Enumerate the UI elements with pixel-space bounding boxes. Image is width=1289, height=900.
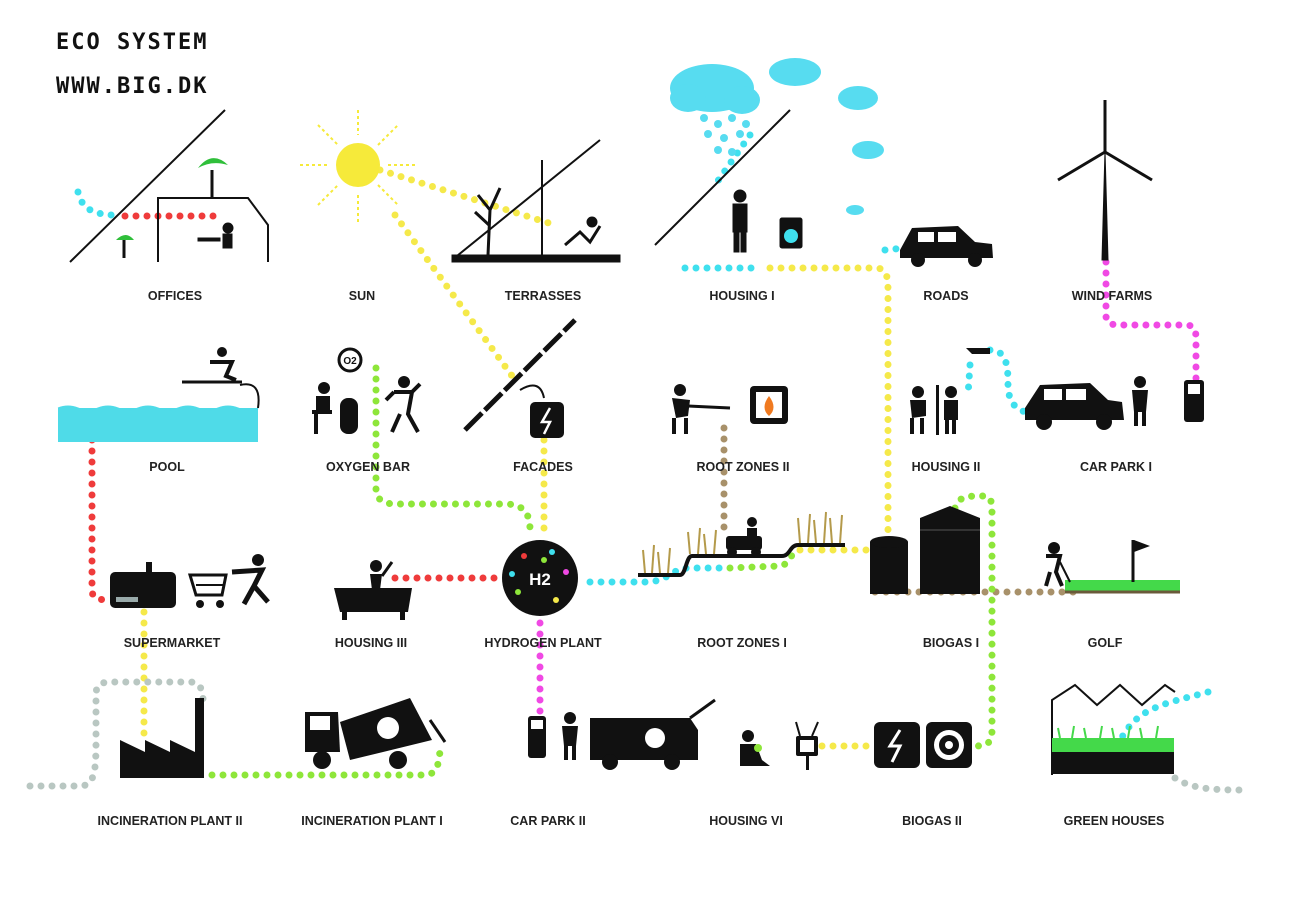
flow-biogas-loop bbox=[951, 492, 996, 750]
flow-housing1-sun bbox=[766, 264, 892, 542]
flow-lines bbox=[26, 131, 1244, 794]
car-icon bbox=[900, 226, 993, 267]
diagram-title: ECO SYSTEM bbox=[56, 30, 209, 55]
label-root-zones-2: ROOT ZONES II bbox=[696, 460, 790, 474]
label-wind-farms: WIND FARMS bbox=[1071, 289, 1153, 303]
housing-2-icon bbox=[910, 348, 990, 435]
flow-rootzones-green bbox=[726, 546, 804, 572]
label-roads: ROADS bbox=[923, 289, 969, 303]
label-offices: OFFICES bbox=[147, 289, 203, 303]
supermarket-icon bbox=[110, 554, 270, 608]
flow-waste-loop bbox=[26, 678, 207, 790]
garbage-truck-icon bbox=[305, 698, 447, 769]
flow-incineration-link bbox=[208, 741, 444, 779]
rain-drops bbox=[700, 114, 750, 156]
pool-icon bbox=[57, 347, 260, 442]
label-golf: GOLF bbox=[1087, 636, 1123, 650]
hydrogen-plant-icon bbox=[502, 540, 578, 616]
sun-icon bbox=[300, 110, 418, 222]
label-sun: SUN bbox=[348, 289, 376, 303]
biogas-2-icon bbox=[874, 722, 972, 768]
facades-icon bbox=[463, 318, 577, 438]
label-biogas-1: BIOGAS I bbox=[922, 636, 980, 650]
clouds-icon bbox=[670, 58, 884, 215]
biogas-1-icon bbox=[870, 506, 980, 594]
flow-sun-facades bbox=[391, 211, 519, 384]
root-zones-1-icon bbox=[638, 511, 845, 577]
label-incineration-plant-1: INCINERATION PLANT I bbox=[301, 814, 443, 828]
label-housing-6: HOUSING VI bbox=[709, 814, 783, 828]
label-pool: POOL bbox=[149, 460, 185, 474]
terrasses-icon bbox=[451, 139, 621, 263]
green-houses-icon bbox=[1051, 683, 1176, 775]
label-housing-2: HOUSING II bbox=[911, 460, 981, 474]
label-root-zones-1: ROOT ZONES I bbox=[697, 636, 787, 650]
oxygen-bar-icon bbox=[312, 347, 422, 434]
label-car-park-2: CAR PARK II bbox=[510, 814, 586, 828]
flow-hydrogen-rootzones bbox=[586, 564, 724, 586]
label-biogas-2: BIOGAS II bbox=[902, 814, 962, 828]
flow-rain bbox=[711, 131, 754, 189]
factory-icon bbox=[120, 698, 204, 778]
offices-icon bbox=[69, 109, 269, 263]
label-supermarket: SUPERMARKET bbox=[123, 636, 221, 650]
oxygen-symbol: O2 bbox=[343, 356, 357, 367]
flow-wind-carpark bbox=[1102, 258, 1200, 384]
housing-1-icon bbox=[654, 109, 803, 253]
wind-turbine-icon bbox=[1057, 100, 1153, 261]
flow-oxygen-hydrogen bbox=[372, 364, 534, 534]
label-green-houses: GREEN HOUSES bbox=[1063, 814, 1165, 828]
golf-icon bbox=[1044, 540, 1180, 594]
label-facades: FACADES bbox=[513, 460, 573, 474]
car-park-1-icon bbox=[1025, 376, 1204, 430]
car-park-2-icon bbox=[528, 698, 716, 770]
root-zones-2-icon bbox=[672, 384, 788, 434]
label-housing-3: HOUSING III bbox=[334, 636, 408, 650]
flow-roads-water bbox=[881, 244, 909, 254]
label-incineration-plant-2: INCINERATION PLANT II bbox=[97, 814, 243, 828]
label-car-park-1: CAR PARK I bbox=[1080, 460, 1152, 474]
flow-offices-water bbox=[74, 188, 116, 219]
flow-greenhouse-water bbox=[1114, 688, 1212, 749]
label-housing-1: HOUSING I bbox=[709, 289, 775, 303]
flow-sun-terrasses bbox=[376, 166, 559, 229]
bathtub-icon bbox=[334, 560, 412, 620]
label-oxygen-bar: OXYGEN BAR bbox=[325, 460, 411, 474]
label-terrasses: TERRASSES bbox=[504, 289, 582, 303]
diagram-url: WWW.BIG.DK bbox=[56, 74, 209, 99]
flow-housing2-water bbox=[964, 346, 1032, 416]
hydrogen-symbol: H2 bbox=[529, 570, 551, 589]
housing-6-icon bbox=[740, 721, 819, 770]
label-hydrogen-plant: HYDROGEN PLANT bbox=[484, 636, 602, 650]
flow-greenhouse-waste bbox=[1171, 774, 1244, 794]
